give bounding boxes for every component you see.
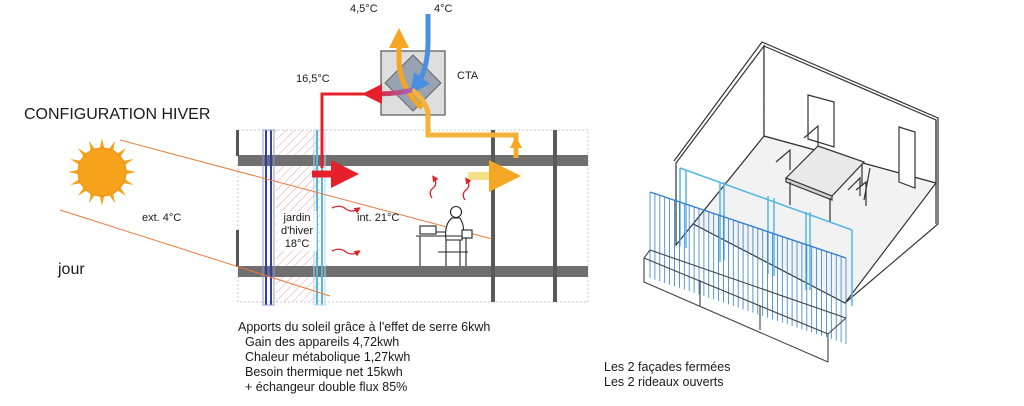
energy-note: + échangeur double flux 85% [245, 380, 407, 394]
sun-ray-spike [123, 169, 136, 175]
energy-note: Chaleur métabolique 1,27kwh [245, 350, 410, 364]
sun-icon [68, 138, 136, 206]
column [491, 130, 495, 302]
supply-airflow [362, 83, 413, 104]
supply-temp: 16,5°C [296, 73, 330, 85]
balcony-railing [643, 249, 847, 363]
interior-temp: int. 21°C [357, 212, 399, 224]
person-icon [416, 205, 473, 266]
facade-grid-top [649, 191, 847, 259]
sun-ray-upper [119, 139, 493, 240]
iso-caption-line2: Les 2 rideaux ouverts [604, 375, 724, 389]
energy-notes: Apports du soleil grâce à l'effet de ser… [238, 320, 490, 394]
exhaust-temp: 4,5°C [350, 3, 378, 15]
iso-caption-line1: Les 2 façades fermées [604, 360, 730, 374]
cta-label: CTA [457, 70, 479, 82]
iso-curtain [679, 167, 853, 306]
table [775, 124, 871, 222]
lower-slab [238, 266, 588, 277]
section-diagram: CONFIGURATION HIVER jour 4,5°C 4°C 16,5°… [24, 3, 589, 394]
return-airflow [410, 87, 519, 158]
cta-unit [380, 50, 446, 116]
energy-note: Apports du soleil grâce à l'effet de ser… [238, 320, 490, 334]
sun-ray-spike [99, 193, 105, 206]
svg-text:d'hiver: d'hiver [281, 225, 313, 237]
heat-arrows [331, 175, 472, 257]
outer-glass-facade [262, 129, 275, 306]
upper-slab [238, 155, 588, 166]
energy-note: Gain des appareils 4,72kwh [245, 335, 399, 349]
intake-airflow [410, 14, 431, 95]
column [553, 130, 557, 302]
intake-temp: 4°C [434, 3, 453, 15]
energy-note: Besoin thermique net 15kwh [245, 365, 403, 379]
exterior-temp: ext. 4°C [142, 212, 181, 224]
diagram-title: CONFIGURATION HIVER [24, 106, 210, 123]
sun-ray-spike [99, 138, 105, 151]
winter-garden-label: jardin d'hiver 18°C [277, 211, 317, 251]
iso-facade-grid [649, 191, 847, 344]
sun-ray-lower [59, 209, 331, 297]
isometric-room [643, 41, 939, 363]
period-label: jour [57, 261, 85, 278]
building-outline [237, 129, 589, 303]
exhaust-airflow [389, 28, 424, 110]
sun-ray-spike [68, 169, 81, 175]
svg-text:18°C: 18°C [285, 238, 310, 250]
svg-text:jardin: jardin [283, 212, 311, 224]
